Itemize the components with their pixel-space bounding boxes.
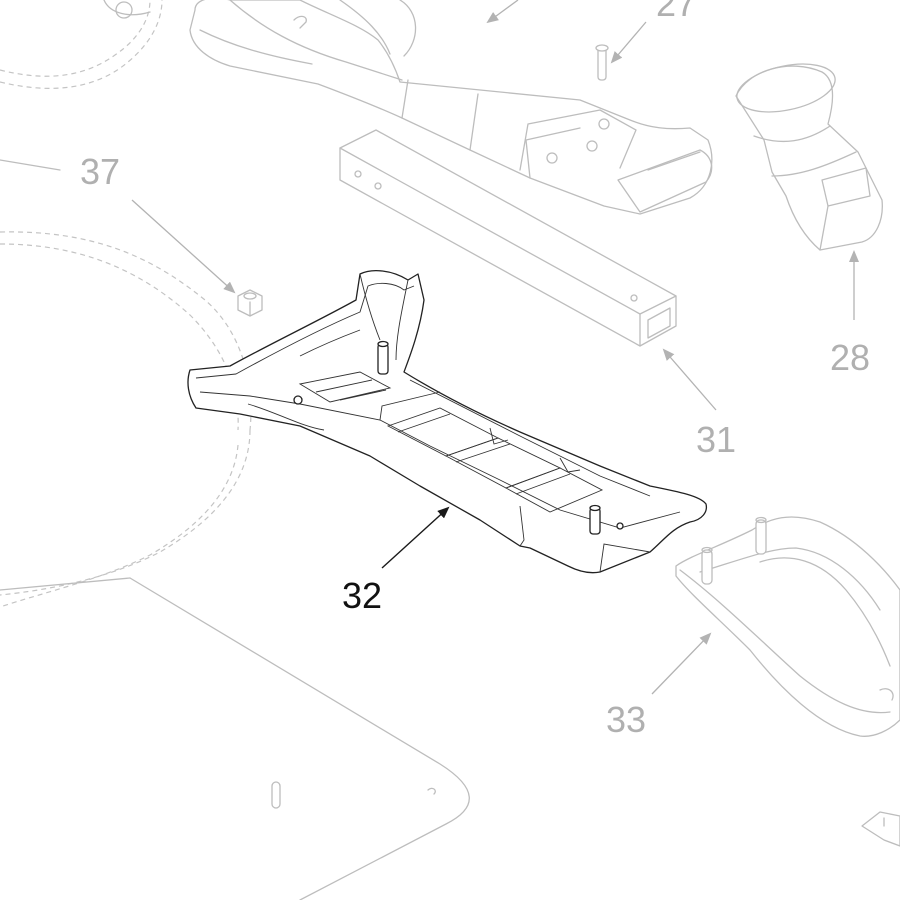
leader-31	[662, 348, 717, 411]
leader-lines	[131, 0, 859, 695]
leader-32	[381, 506, 450, 569]
bottom-right-fragment	[861, 811, 900, 847]
callout-32: 32	[342, 575, 383, 616]
leader-37	[131, 199, 236, 294]
part-27-arm	[189, 0, 713, 215]
part-37-nut	[237, 289, 263, 317]
callout-33: 33	[606, 699, 647, 740]
part-32-base-tray	[187, 269, 708, 574]
pin-27	[595, 44, 609, 81]
part-31-tube	[339, 129, 677, 347]
leader-33	[651, 632, 712, 695]
part-28-grip	[735, 63, 883, 251]
callout-37: 37	[80, 151, 121, 192]
leader-27a	[486, 0, 519, 24]
leader-27b	[610, 21, 647, 64]
callout-27: 27	[656, 0, 697, 24]
callout-31: 31	[696, 419, 737, 460]
base-plate	[0, 577, 470, 900]
callout-28: 28	[830, 337, 871, 378]
dashed-contours	[0, 0, 252, 608]
top-left-fragment	[0, 0, 151, 171]
part-33-cap	[675, 516, 900, 737]
